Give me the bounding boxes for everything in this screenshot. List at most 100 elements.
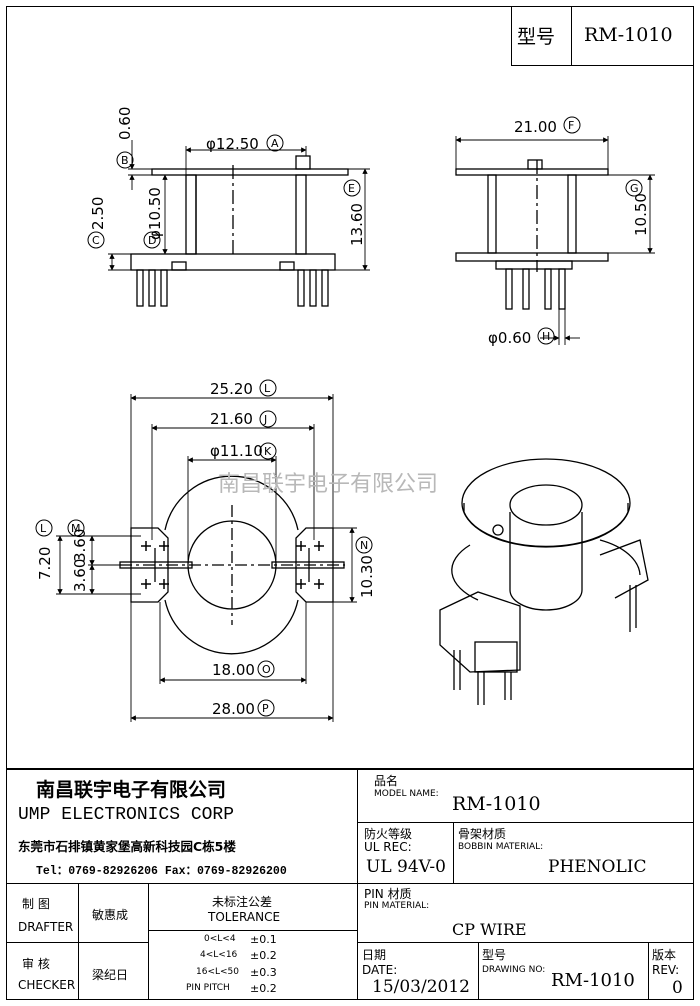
dim-f-text: 21.00	[514, 118, 557, 136]
dim-l2-text: 7.20	[36, 547, 54, 580]
svg-text:C: C	[92, 234, 100, 247]
svg-text:D: D	[148, 234, 156, 247]
tb-vline-ul	[453, 822, 454, 883]
svg-text:B: B	[121, 154, 129, 167]
date-label-en: DATE:	[362, 963, 398, 977]
marker-e: E	[343, 179, 361, 197]
tb-vline-drafter	[78, 883, 79, 1000]
dim-p-text: 28.00	[212, 700, 255, 718]
dim-a-text: φ12.50	[206, 135, 259, 153]
company-name-cn: 南昌联宇电子有限公司	[36, 779, 227, 801]
type-header-box	[511, 6, 694, 66]
svg-text:K: K	[264, 445, 272, 458]
marker-p: P	[257, 699, 275, 717]
checker-label-en: CHECKER	[18, 978, 76, 992]
dim-g-text: 10.50	[632, 193, 650, 236]
marker-d: D	[143, 231, 161, 249]
watermark-text: 南昌联宇电子有限公司	[218, 472, 439, 497]
company-contact: Tel：0769-82926206 Fax：0769-82926200	[36, 865, 287, 878]
svg-text:M: M	[71, 522, 81, 535]
company-address: 东莞市石排镇黄家堡高新科技园C栋5楼	[18, 839, 236, 854]
tolerance-range-1: 4<L<16	[200, 950, 238, 960]
type-header-model: RM-1010	[584, 24, 673, 46]
marker-o: O	[257, 660, 275, 678]
tb-vline-names	[148, 883, 149, 1000]
drawing-value: RM-1010	[551, 970, 635, 991]
dim-m2-text: 3.60	[71, 559, 89, 592]
tb-vline-rev	[648, 942, 649, 1000]
tolerance-value-1: ±0.2	[250, 949, 277, 962]
model-label-cn: 品名	[374, 774, 399, 788]
bobbin-label-en: BOBBIN MATERIAL:	[458, 842, 544, 852]
ul-label-cn: 防火等级	[364, 827, 413, 841]
drafter-label-en: DRAFTER	[18, 920, 74, 934]
checker-name: 梁纪日	[92, 968, 129, 982]
pin-cross-markers	[141, 541, 324, 589]
type-header-divider	[571, 6, 572, 66]
rev-label-cn: 版本	[652, 948, 677, 962]
date-label-cn: 日期	[362, 948, 387, 962]
svg-text:L: L	[264, 382, 271, 395]
svg-text:E: E	[348, 182, 355, 195]
marker-m: M	[67, 519, 85, 537]
rev-value: 0	[672, 978, 683, 998]
dim-m-text: 3.60	[71, 529, 89, 562]
svg-text:O: O	[262, 663, 271, 676]
drafter-label-cn: 制 图	[22, 897, 50, 911]
drafter-name: 敏惠成	[92, 908, 129, 922]
svg-text:A: A	[271, 137, 279, 150]
marker-f: F	[563, 116, 581, 134]
bobbin-label-cn: 骨架材质	[458, 827, 507, 841]
tolerance-value-0: ±0.1	[250, 933, 277, 946]
marker-k: K	[259, 442, 277, 460]
ul-label-en: UL REC:	[364, 840, 412, 854]
model-value: RM-1010	[452, 793, 541, 815]
tb-hline-tolerance	[148, 930, 358, 931]
tolerance-label-en: TOLERANCE	[208, 910, 281, 924]
svg-text:L: L	[40, 522, 47, 535]
company-name-en: UMP ELECTRONICS CORP	[18, 805, 235, 825]
marker-h: H	[537, 327, 555, 345]
ul-value: UL 94V-0	[366, 857, 446, 877]
dim-c-text: 2.50	[89, 197, 107, 230]
tb-hline-drafter	[6, 942, 149, 943]
dim-h-text: φ0.60	[488, 329, 531, 347]
svg-text:H: H	[542, 330, 550, 343]
pin-label-cn: PIN 材质	[364, 887, 412, 901]
svg-text:J: J	[263, 413, 267, 426]
svg-text:P: P	[262, 702, 269, 715]
tb-hline-r3	[357, 942, 694, 943]
side-view	[455, 159, 609, 310]
dim-o-text: 18.00	[212, 661, 255, 679]
tb-hline-r1	[357, 822, 694, 823]
marker-c: C	[87, 231, 105, 249]
dim-j-text: 21.60	[210, 410, 253, 428]
top-view	[119, 475, 345, 655]
type-header-label: 型号	[517, 26, 556, 48]
tolerance-value-2: ±0.3	[250, 966, 277, 979]
tb-vline-date	[478, 942, 479, 1000]
tolerance-value-3: ±0.2	[250, 982, 277, 995]
svg-text:N: N	[360, 539, 368, 552]
dim-d-text: φ10.50	[146, 187, 164, 240]
tb-vline-main	[357, 768, 358, 1000]
marker-j: J	[259, 410, 277, 428]
svg-text:F: F	[568, 119, 574, 132]
bobbin-value: PHENOLIC	[548, 857, 647, 877]
tb-hline-company	[6, 883, 358, 884]
marker-l: L	[259, 379, 277, 397]
dim-n-text: 10.30	[358, 555, 376, 598]
front-view	[130, 155, 349, 307]
dim-e-text: 13.60	[348, 203, 366, 246]
marker-g: G	[625, 179, 643, 197]
dim-b-text: 0.60	[116, 107, 134, 140]
marker-n: N	[355, 536, 373, 554]
drawing-label-en: DRAWING NO:	[482, 965, 546, 975]
tolerance-range-0: 0<L<4	[204, 934, 236, 944]
title-block-top-border	[6, 768, 694, 770]
rev-label-en: REV:	[652, 963, 680, 977]
tolerance-label-cn: 未标注公差	[212, 895, 273, 909]
drawing-label-cn: 型号	[482, 948, 507, 962]
tolerance-range-2: 16<L<50	[196, 967, 240, 977]
technical-drawing: φ12.50 0.60 2.50 φ10.50 13.60 21.00 10.5…	[35, 107, 655, 722]
